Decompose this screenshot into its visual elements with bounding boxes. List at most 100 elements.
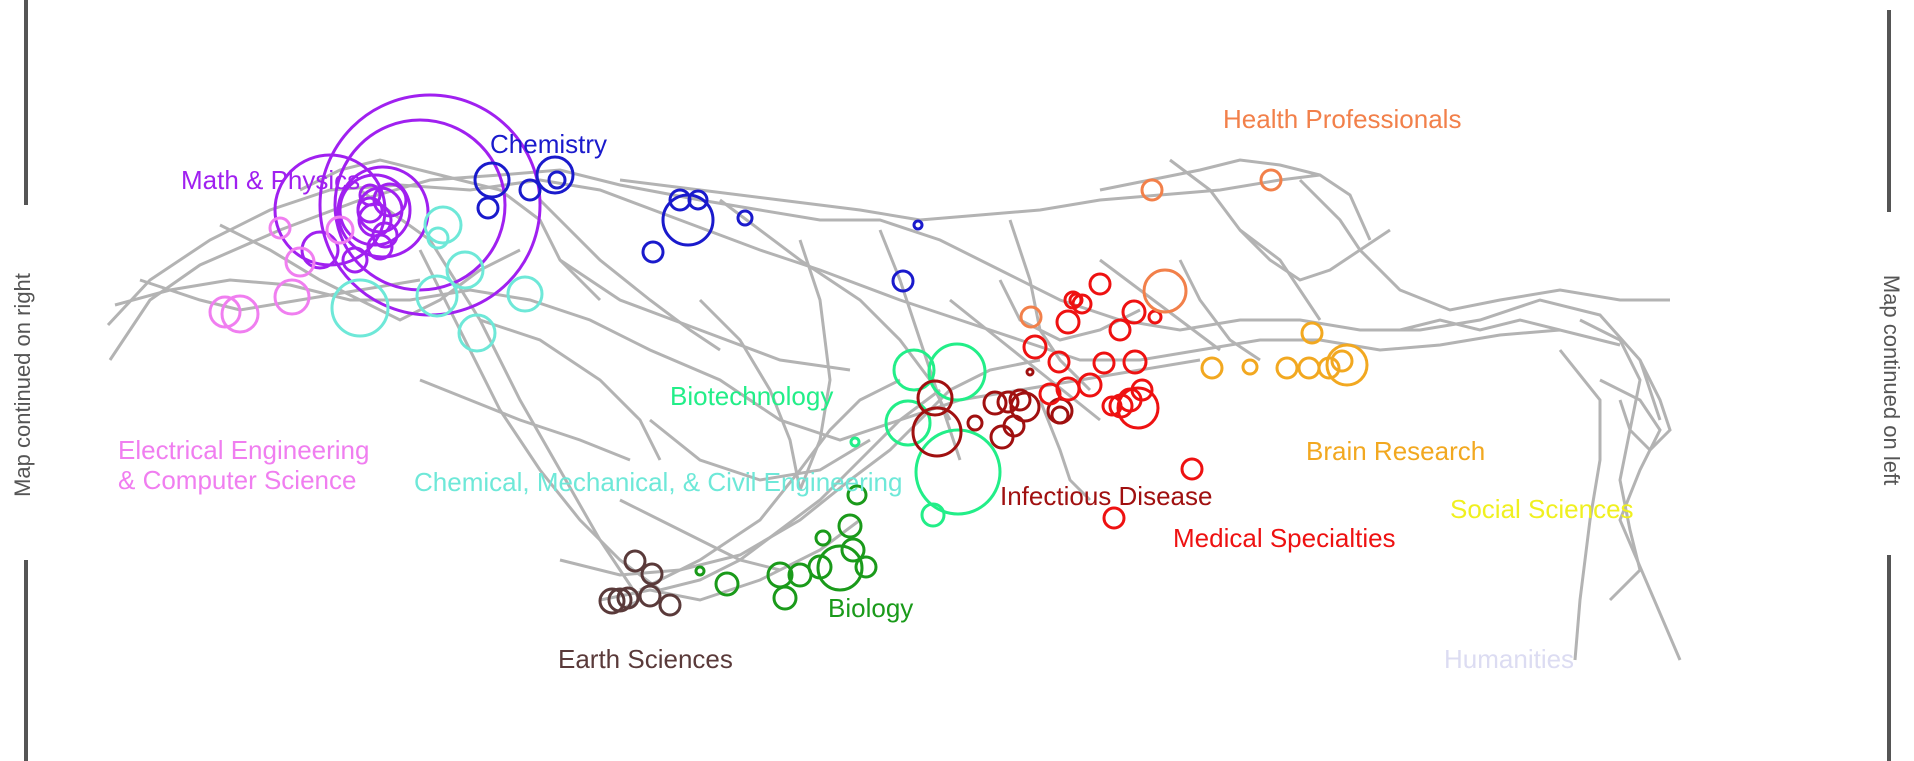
node-biology bbox=[814, 529, 832, 547]
node-infectious bbox=[1050, 405, 1070, 425]
node-infectious bbox=[911, 406, 963, 458]
node-medical bbox=[1038, 382, 1062, 406]
node-chem-eng bbox=[506, 275, 544, 313]
node-chem-eng bbox=[423, 205, 463, 245]
node-chemistry bbox=[891, 269, 915, 293]
region-label-health: Health Professionals bbox=[1223, 104, 1461, 134]
node-brain bbox=[1325, 343, 1369, 387]
node-medical bbox=[1068, 292, 1084, 308]
node-infectious bbox=[1002, 414, 1026, 438]
node-eecs bbox=[268, 216, 292, 240]
node-medical bbox=[1130, 378, 1154, 402]
node-math bbox=[371, 221, 399, 249]
region-label-math: Math & Physics bbox=[181, 165, 360, 195]
node-biology bbox=[837, 513, 863, 539]
node-medical bbox=[1116, 386, 1160, 430]
node-earth bbox=[623, 549, 647, 573]
node-medical bbox=[1077, 372, 1103, 398]
node-chemistry bbox=[641, 240, 665, 264]
node-biology bbox=[714, 571, 740, 597]
node-health bbox=[1259, 168, 1283, 192]
node-chemistry bbox=[547, 170, 567, 190]
node-brain bbox=[1275, 356, 1299, 380]
node-biotech bbox=[920, 502, 946, 528]
node-chem-eng bbox=[330, 278, 390, 338]
node-earth bbox=[658, 593, 682, 617]
right-continuation-note: Map continued on left bbox=[1879, 275, 1904, 485]
node-eecs bbox=[208, 295, 242, 329]
node-math bbox=[341, 246, 369, 274]
node-math bbox=[333, 118, 507, 292]
node-eecs bbox=[273, 278, 311, 316]
node-medical bbox=[1088, 272, 1112, 296]
node-math bbox=[358, 183, 382, 207]
node-brain bbox=[1200, 356, 1224, 380]
region-label-social: Social Sciences bbox=[1450, 494, 1634, 524]
node-infectious bbox=[996, 390, 1020, 414]
region-label-brain: Brain Research bbox=[1306, 436, 1485, 466]
node-health bbox=[1140, 178, 1164, 202]
node-infectious bbox=[1025, 367, 1035, 377]
left-side-marker: Map continued on right bbox=[10, 0, 35, 761]
node-biology bbox=[840, 537, 866, 563]
node-chemistry bbox=[736, 209, 754, 227]
node-eecs bbox=[284, 246, 316, 278]
node-biology bbox=[816, 544, 864, 592]
node-biology bbox=[787, 562, 813, 588]
region-label-infectious: Infectious Disease bbox=[1000, 481, 1212, 511]
node-eecs bbox=[220, 294, 260, 334]
node-math bbox=[356, 196, 384, 224]
node-medical bbox=[1108, 318, 1132, 342]
region-label-chemistry: Chemistry bbox=[490, 129, 607, 159]
node-math bbox=[372, 182, 408, 218]
node-medical bbox=[1122, 349, 1148, 375]
region-label-medical: Medical Specialties bbox=[1173, 523, 1396, 553]
node-biotech bbox=[884, 399, 932, 447]
node-biology bbox=[772, 585, 798, 611]
node-biology bbox=[846, 484, 868, 506]
node-earth bbox=[640, 562, 664, 586]
node-medical bbox=[1102, 506, 1126, 530]
node-chemistry bbox=[473, 161, 511, 199]
node-math bbox=[300, 230, 340, 270]
node-chemistry bbox=[518, 178, 542, 202]
region-label-eecs-line2: & Computer Science bbox=[118, 465, 356, 495]
node-brain bbox=[1297, 356, 1321, 380]
region-labels: Math & Physics Chemistry Electrical Engi… bbox=[118, 104, 1634, 674]
node-math bbox=[338, 173, 412, 247]
region-label-eecs-line1: Electrical Engineering bbox=[118, 435, 369, 465]
node-eecs bbox=[325, 215, 355, 245]
node-biotech bbox=[914, 428, 1002, 516]
region-label-earth: Earth Sciences bbox=[558, 644, 733, 674]
network-nodes bbox=[208, 93, 1369, 617]
node-math bbox=[336, 165, 430, 259]
region-label-biology: Biology bbox=[828, 593, 913, 623]
node-biotech bbox=[927, 342, 987, 402]
node-chem-eng bbox=[457, 313, 497, 353]
node-biology bbox=[694, 565, 706, 577]
node-infectious bbox=[916, 379, 954, 417]
node-health bbox=[1019, 305, 1043, 329]
node-medical bbox=[1121, 299, 1147, 325]
right-side-marker: Map continued on left bbox=[1879, 10, 1904, 761]
node-infectious bbox=[1008, 388, 1032, 412]
node-medical bbox=[1092, 351, 1116, 375]
node-earth bbox=[616, 586, 640, 610]
node-brain bbox=[1330, 349, 1354, 373]
node-infectious bbox=[989, 424, 1015, 450]
node-medical bbox=[1180, 457, 1204, 481]
left-continuation-note: Map continued on right bbox=[10, 273, 35, 497]
node-earth bbox=[598, 587, 626, 615]
node-infectious bbox=[966, 414, 984, 432]
node-brain bbox=[1300, 321, 1324, 345]
node-chemistry bbox=[476, 196, 500, 220]
node-medical bbox=[1047, 350, 1071, 374]
node-chem-eng bbox=[426, 226, 450, 250]
node-medical bbox=[1055, 309, 1081, 335]
region-label-chem-eng: Chemical, Mechanical, & Civil Engineerin… bbox=[414, 467, 902, 497]
region-label-humanities: Humanities bbox=[1444, 644, 1574, 674]
node-math bbox=[366, 233, 394, 261]
node-biology bbox=[854, 555, 878, 579]
node-chem-eng bbox=[445, 250, 485, 290]
